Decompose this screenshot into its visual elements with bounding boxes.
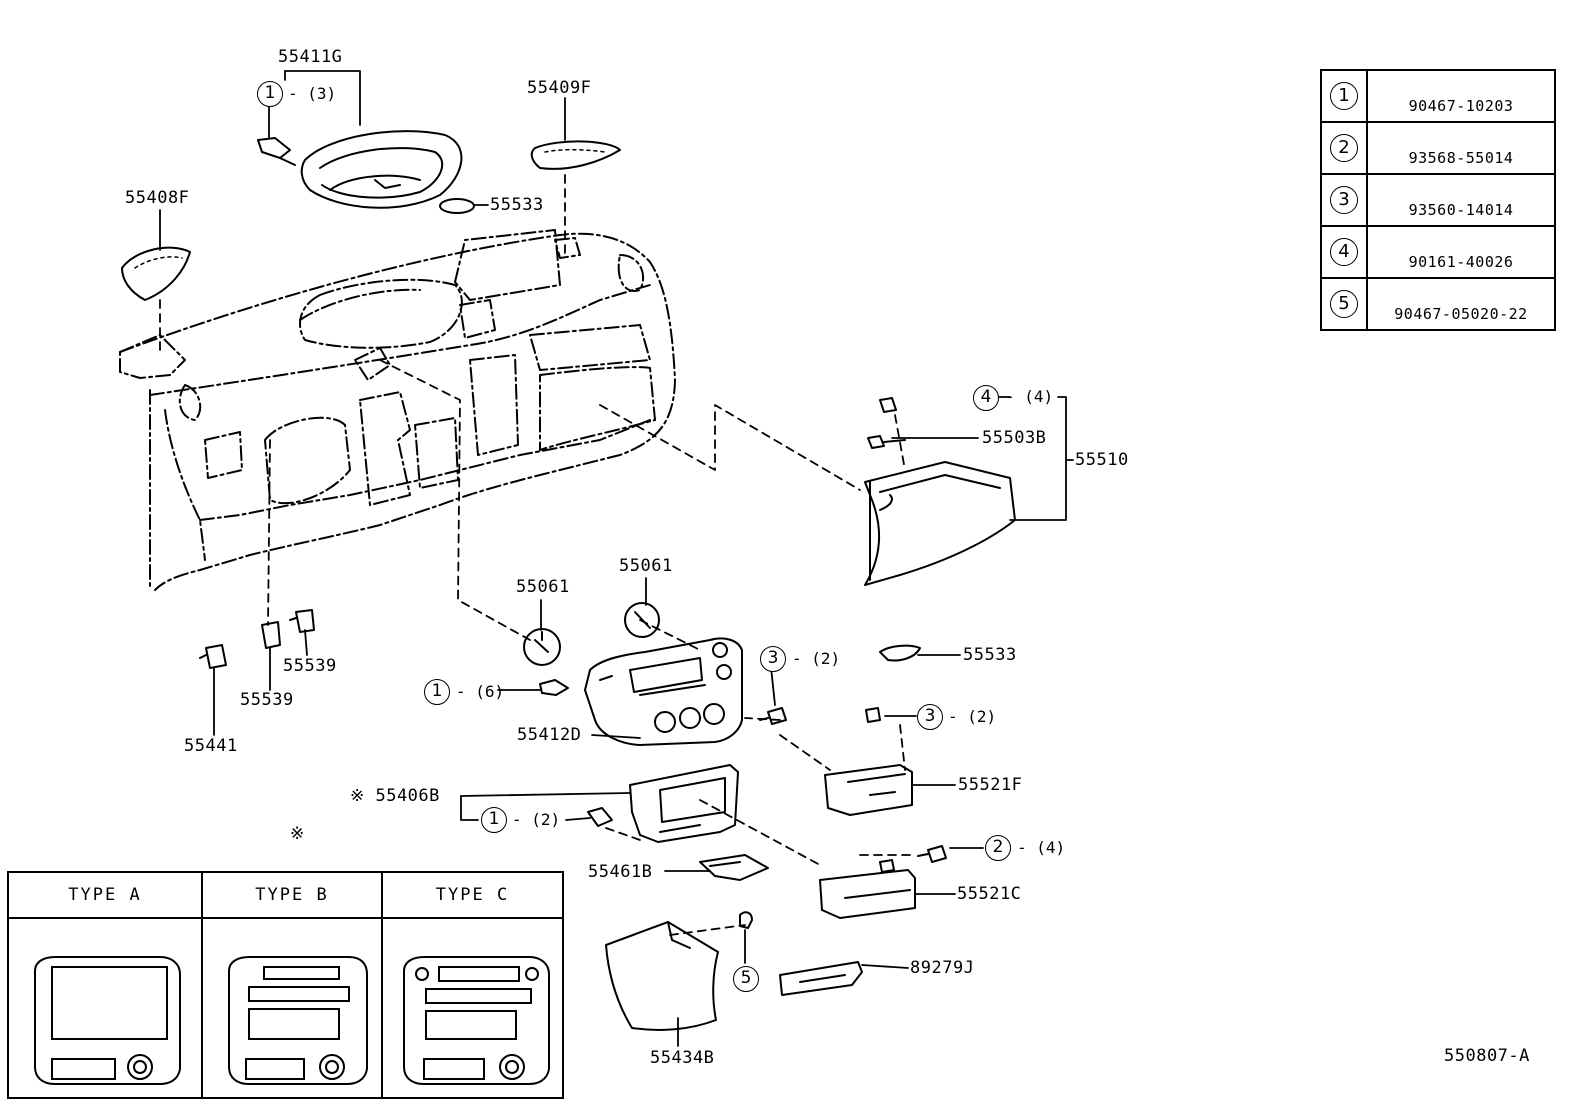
label-55408F: 55408F xyxy=(125,188,190,208)
box-55521C-drawing xyxy=(819,859,916,919)
type-c-header: TYPE C xyxy=(381,871,564,919)
label-55441: 55441 xyxy=(184,736,238,756)
parts-legend-table: 1 90467-10203 2 93568-55014 3 93560-1401… xyxy=(1320,69,1556,331)
legend-part: 93568-55014 xyxy=(1366,121,1556,175)
clip-c1-low xyxy=(587,807,613,827)
legend-row: 4 90161-40026 xyxy=(1320,225,1556,279)
label-55411G: 55411G xyxy=(278,47,343,67)
type-b-image xyxy=(201,917,383,1099)
type-b-drawing xyxy=(228,956,368,1085)
callout-4: 4 xyxy=(973,385,999,411)
label-55539-b: 55539 xyxy=(240,690,294,710)
screw-c3-a xyxy=(759,707,787,725)
screw-c2 xyxy=(917,845,947,863)
label-55409F: 55409F xyxy=(527,78,592,98)
cap-55533-top xyxy=(439,198,475,214)
clip-55539-b xyxy=(289,609,315,633)
callout-3-a-qty: - (2) xyxy=(792,649,841,668)
callout-1-top-qty: - (3) xyxy=(288,84,337,103)
knob-55061-b xyxy=(624,602,660,638)
label-55406B: ※ 55406B xyxy=(350,786,440,806)
callout-4-qty: - (4) xyxy=(1005,387,1054,406)
callout-1-mid: 1 xyxy=(424,679,450,705)
label-55461B: 55461B xyxy=(588,862,653,882)
diagram-code: 550807-A xyxy=(1444,1046,1530,1066)
label-55061-b: 55061 xyxy=(619,556,673,576)
legend-part: 93560-14014 xyxy=(1366,173,1556,227)
callout-1-mid-qty: - (6) xyxy=(456,682,505,701)
callout-2-qty: - (4) xyxy=(1017,838,1066,857)
label-55521F: 55521F xyxy=(958,775,1023,795)
type-a-drawing xyxy=(34,956,181,1085)
clip-55441 xyxy=(199,644,227,669)
type-c-image xyxy=(381,917,564,1099)
callout-1-top: 1 xyxy=(257,81,283,107)
legend-num: 1 xyxy=(1330,82,1358,110)
screw-c3-b xyxy=(865,707,881,723)
callout-3-b-qty: - (2) xyxy=(948,707,997,726)
clip-55539-a xyxy=(261,621,281,649)
legend-num: 5 xyxy=(1330,290,1358,318)
screw-c4 xyxy=(879,397,897,413)
legend-row: 5 90467-05020-22 xyxy=(1320,277,1556,331)
label-89279J: 89279J xyxy=(910,958,975,978)
knob-55061-a xyxy=(523,628,561,666)
label-55503B: 55503B xyxy=(982,428,1047,448)
bolt-55503B xyxy=(867,435,906,449)
legend-part: 90161-40026 xyxy=(1366,225,1556,279)
legend-num: 3 xyxy=(1330,186,1358,214)
cover-55434B-drawing xyxy=(605,921,719,1031)
callout-2: 2 xyxy=(985,835,1011,861)
glove-box-drawing xyxy=(864,461,1016,586)
dashed-leaders xyxy=(159,174,911,936)
clip-c5 xyxy=(739,911,753,929)
box-55521F-drawing xyxy=(824,764,913,816)
label-55533-top: 55533 xyxy=(490,195,544,215)
callout-3-b: 3 xyxy=(917,704,943,730)
ashtray-55461B-drawing xyxy=(699,854,769,881)
note-mark: ※ xyxy=(290,824,305,844)
label-55061-a: 55061 xyxy=(516,577,570,597)
type-a-header: TYPE A xyxy=(7,871,203,919)
label-55521C: 55521C xyxy=(957,884,1022,904)
legend-row: 1 90467-10203 xyxy=(1320,69,1556,123)
legend-num: 4 xyxy=(1330,238,1358,266)
callout-1-low: 1 xyxy=(481,807,507,833)
callout-1-low-qty: - (2) xyxy=(512,810,561,829)
label-55539-a: 55539 xyxy=(283,656,337,676)
clip-c1-mid xyxy=(539,679,569,696)
label-55533-mid: 55533 xyxy=(963,645,1017,665)
label-55412D: 55412D xyxy=(517,725,582,745)
center-cluster-drawing xyxy=(584,637,743,746)
trim-89279J-drawing xyxy=(779,961,863,996)
label-55434B: 55434B xyxy=(650,1048,715,1068)
legend-part: 90467-10203 xyxy=(1366,69,1556,123)
type-variants-table: TYPE A TYPE B TYPE C xyxy=(7,871,564,1099)
instrument-panel-outline xyxy=(119,229,676,591)
callout-5: 5 xyxy=(733,966,759,992)
legend-row: 2 93568-55014 xyxy=(1320,121,1556,175)
type-b-header: TYPE B xyxy=(201,871,383,919)
label-55510: 55510 xyxy=(1075,450,1129,470)
callout-3-a: 3 xyxy=(760,646,786,672)
solid-leaders xyxy=(159,70,1074,1047)
legend-num: 2 xyxy=(1330,134,1358,162)
panel-55408F-drawing xyxy=(121,246,191,301)
legend-part: 90467-05020-22 xyxy=(1366,277,1556,331)
panel-55409F-drawing xyxy=(530,140,621,170)
type-a-image xyxy=(7,917,203,1099)
bezel-55406B-drawing xyxy=(629,764,739,843)
type-c-drawing xyxy=(403,956,550,1085)
meter-hood-drawing xyxy=(257,130,463,209)
cap-55533-mid xyxy=(879,644,921,662)
legend-row: 3 93560-14014 xyxy=(1320,173,1556,227)
